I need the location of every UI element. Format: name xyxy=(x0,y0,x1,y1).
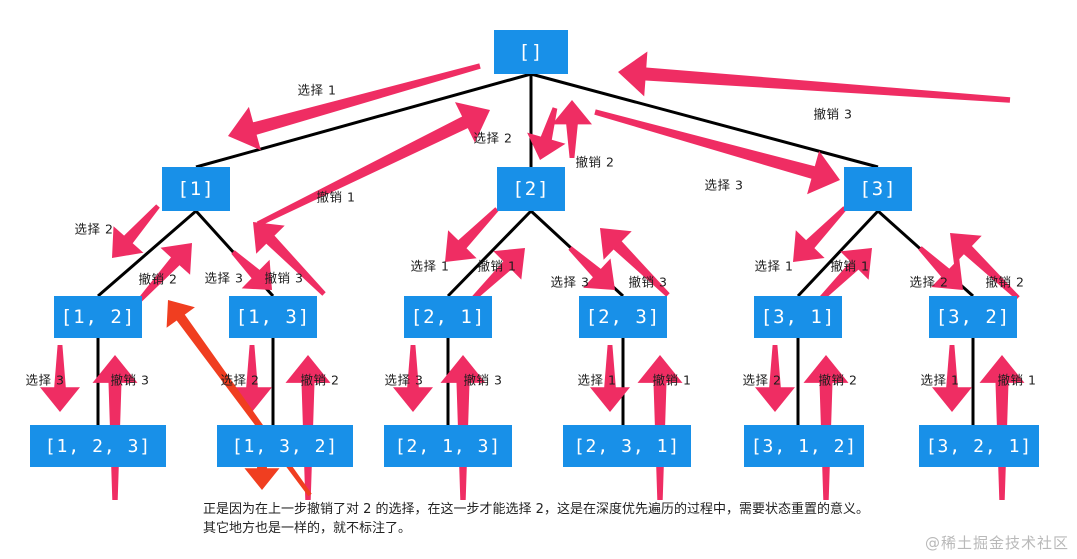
edge-label-L3: 选择 2 xyxy=(473,130,513,146)
choose-undo-arrow xyxy=(138,243,192,302)
tree-node-n231: [2, 3, 1] xyxy=(563,425,691,467)
choose-undo-arrow xyxy=(618,51,1011,103)
tree-node-n32: [3, 2] xyxy=(929,296,1017,338)
edge-label-L21: 选择 2 xyxy=(220,372,260,388)
tree-node-n123: [1, 2, 3] xyxy=(30,425,166,467)
tree-node-n213: [2, 1, 3] xyxy=(384,425,512,467)
choose-undo-arrow xyxy=(594,109,840,195)
tree-node-n12: [1, 2] xyxy=(54,296,142,338)
edge-label-L7: 选择 2 xyxy=(74,221,114,237)
edge-label-L25: 选择 1 xyxy=(577,372,617,388)
edge-label-L9: 选择 3 xyxy=(204,270,244,286)
choose-undo-arrow xyxy=(568,246,615,290)
tree-node-n23: [2, 3] xyxy=(579,296,667,338)
tree-node-n3: [3] xyxy=(844,167,912,211)
edge-label-L13: 选择 3 xyxy=(550,274,590,290)
choose-undo-arrow xyxy=(256,102,490,227)
choose-undo-arrow xyxy=(590,345,630,412)
tree-node-n2: [2] xyxy=(497,167,565,211)
edge-label-L17: 选择 2 xyxy=(909,274,949,290)
tree-node-n321: [3, 2, 1] xyxy=(919,425,1039,467)
choose-undo-arrow xyxy=(793,206,847,262)
edge-label-L8: 撤销 2 xyxy=(138,271,178,287)
choose-undo-arrow xyxy=(40,345,80,412)
choose-undo-arrow xyxy=(600,228,670,297)
tree-node-n21: [2, 1] xyxy=(404,296,492,338)
tree-node-n31: [3, 1] xyxy=(754,296,842,338)
choose-undo-arrow xyxy=(253,222,326,296)
choose-undo-arrow xyxy=(755,345,795,412)
tree-node-root: [] xyxy=(494,30,568,74)
edge-label-L28: 撤销 2 xyxy=(818,372,858,388)
edge-label-L10: 撤销 3 xyxy=(264,270,304,286)
choose-undo-arrow xyxy=(950,233,1020,300)
caption-line-1: 正是因为在上一步撤销了对 2 的选择，在这一步才能选择 2，这是在深度优先遍历的… xyxy=(203,502,869,517)
tree-node-n132: [1, 3, 2] xyxy=(217,425,353,467)
edge-label-L16: 撤销 1 xyxy=(830,258,870,274)
tree-edge xyxy=(195,72,532,169)
edge-label-L27: 选择 2 xyxy=(742,372,782,388)
tree-node-n1: [1] xyxy=(162,167,230,211)
choose-undo-arrow xyxy=(470,248,525,302)
choose-undo-arrow xyxy=(552,100,592,158)
choose-undo-arrow xyxy=(231,250,272,290)
edge-label-L26: 撤销 1 xyxy=(652,372,692,388)
watermark: @稀土掘金技术社区 xyxy=(924,534,1069,552)
edge-label-L23: 选择 3 xyxy=(384,372,424,388)
choose-undo-arrow xyxy=(112,204,160,258)
choose-undo-arrow xyxy=(445,207,499,262)
caption-block: 正是因为在上一步撤销了对 2 的选择，在这一步才能选择 2，这是在深度优先遍历的… xyxy=(203,500,903,538)
choose-undo-arrow xyxy=(918,246,963,290)
edge-label-L12: 撤销 1 xyxy=(477,258,517,274)
choose-undo-arrow xyxy=(393,345,433,412)
edge-label-L11: 选择 1 xyxy=(410,258,450,274)
tree-node-n312: [3, 1, 2] xyxy=(744,425,864,467)
edge-label-L29: 选择 1 xyxy=(920,372,960,388)
edge-label-L15: 选择 1 xyxy=(754,258,794,274)
choose-undo-arrow xyxy=(527,107,566,160)
tree-edge xyxy=(530,72,879,169)
edge-label-L2: 撤销 1 xyxy=(316,189,356,205)
edge-label-L18: 撤销 2 xyxy=(985,274,1025,290)
choose-undo-arrow xyxy=(816,248,872,304)
edge-label-L5: 选择 3 xyxy=(704,177,744,193)
edge-label-L24: 撤销 3 xyxy=(463,372,503,388)
tree-edge xyxy=(97,209,197,298)
edge-label-L20: 撤销 3 xyxy=(110,372,150,388)
caption-line-2: 其它地方也是一样的，就不标注了。 xyxy=(203,521,412,536)
tree-edge xyxy=(446,209,533,298)
tree-node-n13: [1, 3] xyxy=(229,296,317,338)
edge-label-L1: 选择 1 xyxy=(297,82,337,98)
tree-edge xyxy=(796,209,880,298)
choose-undo-arrow xyxy=(228,63,481,151)
edge-label-L4: 撤销 2 xyxy=(575,154,615,170)
choose-undo-arrow xyxy=(232,345,272,412)
edge-label-L22: 撤销 2 xyxy=(300,372,340,388)
edge-label-L6: 撤销 3 xyxy=(813,106,853,122)
choose-undo-arrow xyxy=(932,345,972,412)
edge-label-L14: 撤销 3 xyxy=(628,274,668,290)
edge-label-L30: 撤销 1 xyxy=(997,372,1037,388)
edge-label-L19: 选择 3 xyxy=(25,372,65,388)
